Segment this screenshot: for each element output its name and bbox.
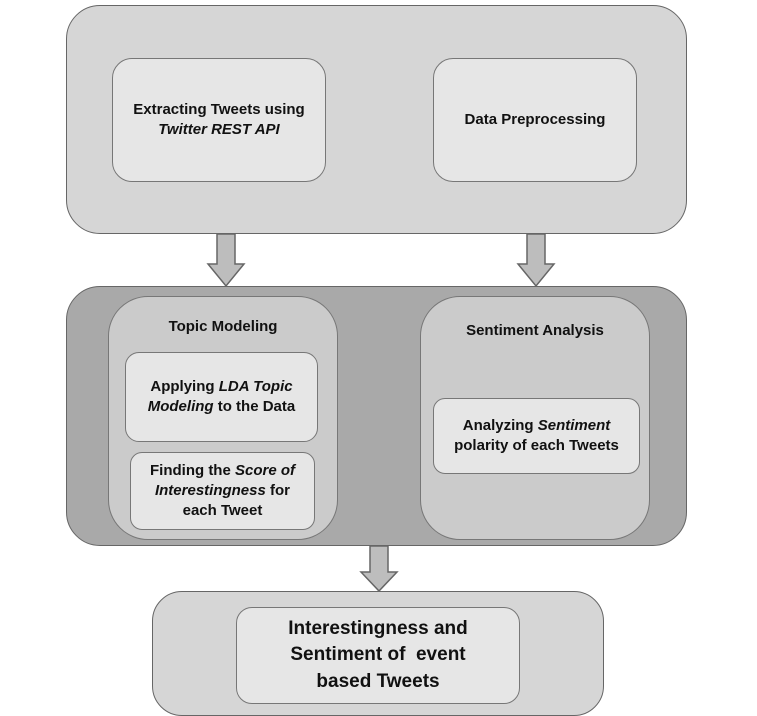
result-box: Interestingness and Sentiment of event b… — [236, 607, 520, 704]
preprocess-label: Data Preprocessing — [464, 110, 606, 128]
arrow-down-to-topic-modeling — [206, 233, 246, 288]
score-of-interestingness-box: Finding the Score of Interestingness for… — [130, 452, 315, 530]
arrow-down-to-sentiment — [516, 233, 556, 288]
lda-topic-modeling-box: Applying LDA Topic Modeling to the Data — [125, 352, 318, 442]
extract-line1: Extracting Tweets using — [133, 100, 305, 118]
data-preprocessing-box: Data Preprocessing — [433, 58, 637, 182]
topic-modeling-title: Topic Modeling — [168, 318, 278, 335]
extract-line2: Twitter REST API — [158, 121, 280, 138]
sentiment-analysis-title: Sentiment Analysis — [466, 322, 604, 339]
sentiment-polarity-box: Analyzing Sentiment polarity of each Twe… — [433, 398, 640, 474]
arrow-down-to-result — [359, 545, 399, 593]
extract-tweets-box: Extracting Tweets using Twitter REST API — [112, 58, 326, 182]
